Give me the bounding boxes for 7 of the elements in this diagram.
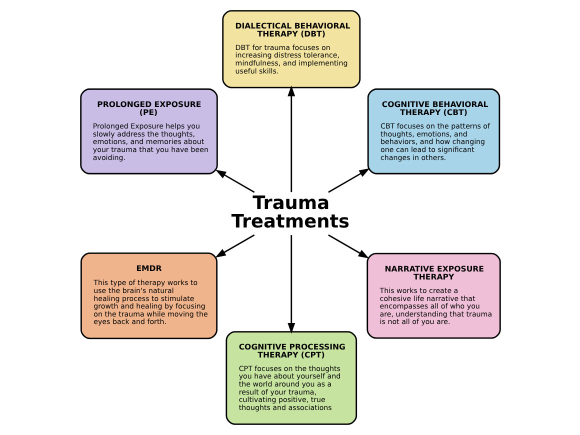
arrow <box>287 235 295 334</box>
arrow <box>328 168 370 193</box>
arrow <box>328 234 368 258</box>
arrow <box>287 86 295 192</box>
node-text: Trauma Treatments <box>230 193 350 233</box>
arrow <box>214 170 254 193</box>
arrow <box>214 234 254 258</box>
